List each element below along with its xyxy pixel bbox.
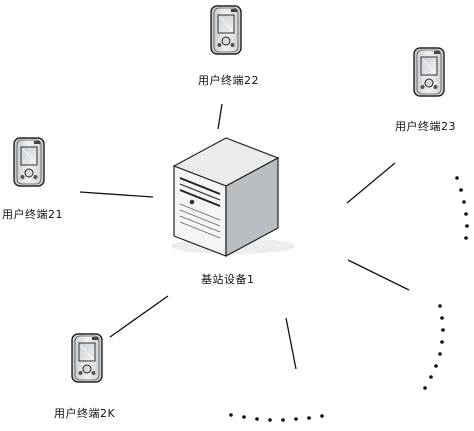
terminal-2k-label: 用户终端2K [54, 407, 116, 420]
link-base-ext1 [347, 259, 410, 291]
terminal-2k-phone-icon [71, 333, 103, 383]
dot [242, 415, 246, 419]
dot [255, 417, 259, 421]
dot [229, 413, 233, 417]
link-base-t23 [346, 162, 396, 204]
connection-lines [79, 103, 410, 370]
dot [464, 212, 468, 216]
more-terminals-dots [229, 176, 469, 422]
dot [465, 224, 469, 228]
dot [438, 352, 442, 356]
dot [423, 386, 427, 390]
dot [459, 188, 463, 192]
link-base-t21 [79, 191, 154, 198]
dot [441, 328, 445, 332]
terminal-22-phone-icon [210, 5, 242, 55]
base-station-server-icon [171, 137, 295, 258]
dot [438, 304, 442, 308]
dot [440, 340, 444, 344]
dot [320, 414, 324, 418]
dot [434, 364, 438, 368]
dot [281, 418, 285, 422]
dot [464, 236, 468, 240]
dot [462, 200, 466, 204]
terminal-21-label: 用户终端21 [2, 208, 63, 221]
link-base-t2k [109, 295, 169, 338]
dot [307, 416, 311, 420]
dot [268, 418, 272, 422]
dot [440, 316, 444, 320]
dot [455, 176, 459, 180]
dot [429, 375, 433, 379]
base-station-label: 基站设备1 [201, 273, 255, 286]
link-base-ext2 [285, 317, 297, 370]
link-base-t22 [217, 103, 223, 130]
terminal-23-label: 用户终端23 [395, 120, 456, 133]
terminal-23-phone-icon [413, 47, 445, 97]
dot [294, 417, 298, 421]
terminal-22-label: 用户终端22 [198, 74, 259, 87]
terminal-21-phone-icon [13, 137, 45, 187]
